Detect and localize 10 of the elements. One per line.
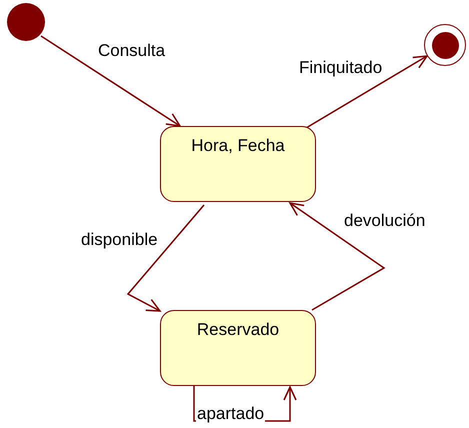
state-name: Hora, Fecha — [191, 135, 285, 156]
state-name: Reservado — [196, 319, 280, 340]
state-box — [160, 126, 316, 202]
transition-arrow — [289, 202, 386, 311]
transition-arrow — [306, 55, 428, 129]
transition-arrow — [40, 35, 181, 127]
initial-state — [7, 3, 45, 41]
final-state — [424, 24, 466, 66]
state-box — [160, 310, 316, 386]
transition-arrow — [126, 204, 205, 312]
